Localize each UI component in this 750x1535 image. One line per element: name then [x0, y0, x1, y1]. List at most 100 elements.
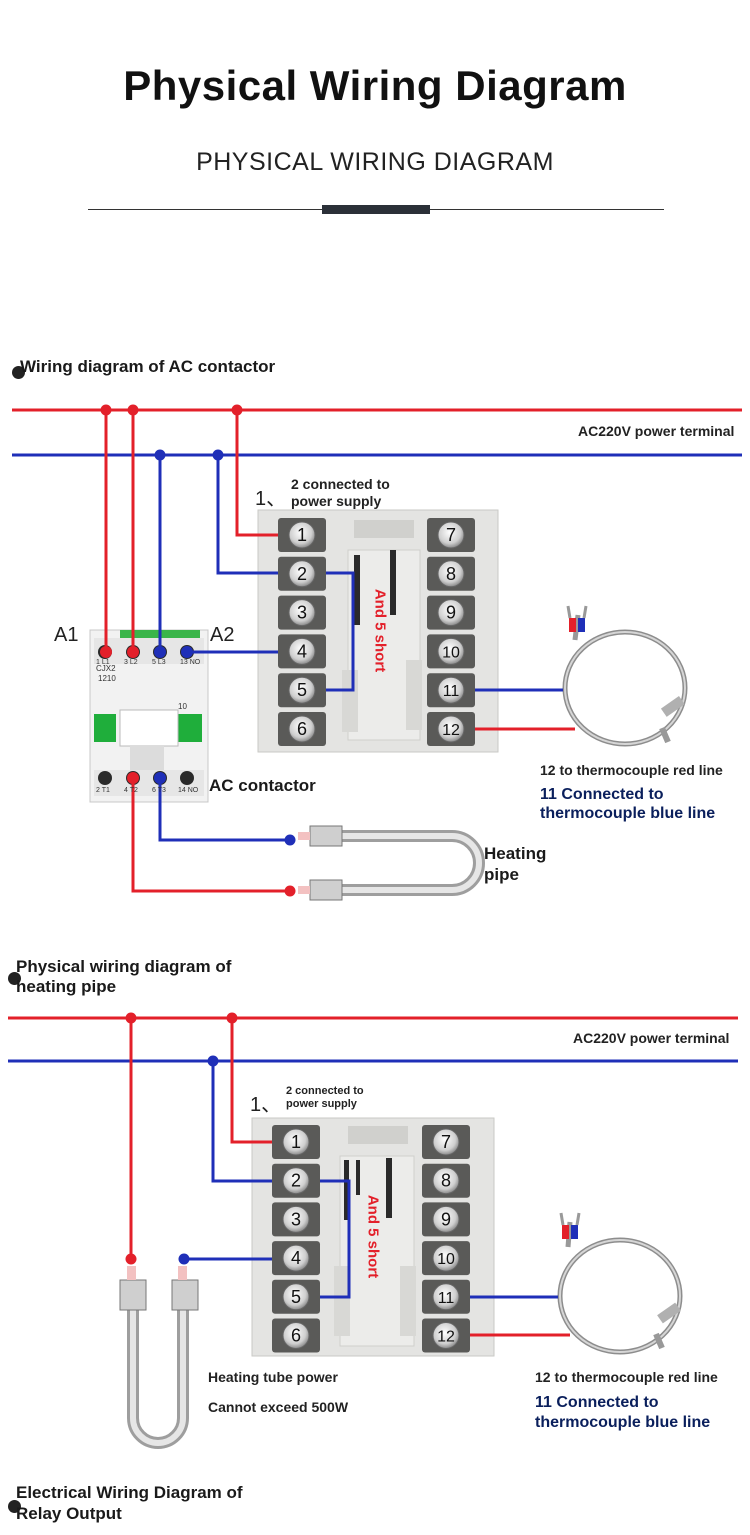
step-number: 1、: [250, 1094, 282, 1116]
bullet-icon: [8, 972, 21, 985]
step-number: 1、: [255, 488, 287, 510]
terminal-screw-left: [282, 1283, 310, 1311]
step-text-2: power supply: [286, 1098, 357, 1110]
bullet-icon: [8, 1500, 21, 1513]
terminal-screw-left: [288, 637, 316, 665]
terminal-number: 11: [443, 683, 460, 700]
terminal-screw-right: [432, 1167, 460, 1195]
terminal-number: 4: [297, 641, 307, 661]
page-subtitle: PHYSICAL WIRING DIAGRAM: [196, 148, 554, 176]
terminal-number: 9: [446, 603, 456, 623]
terminal-number: 7: [441, 1132, 451, 1152]
terminal-number: 1: [297, 525, 307, 545]
terminal-screw-left: [288, 715, 316, 743]
title-divider-accent: [322, 205, 430, 214]
terminal-screw-left: [282, 1244, 310, 1272]
section1-heading: Wiring diagram of AC contactor: [20, 357, 276, 376]
heating-pipe: [119, 1266, 199, 1449]
contactor-mark: 5 L3: [152, 659, 166, 666]
terminal-screw-right: [437, 715, 465, 743]
terminal-screw-left: [282, 1167, 310, 1195]
red-line-note: 12 to thermocouple red line: [540, 762, 723, 778]
terminal-number: 3: [297, 603, 307, 623]
terminal-screw-right: [437, 521, 465, 549]
contactor-label: AC contactor: [209, 776, 316, 795]
terminal-screw-right: [437, 599, 465, 627]
contactor-mark: 2 T1: [96, 787, 110, 794]
terminal-screw-left: [282, 1322, 310, 1349]
terminal-screw-right: [437, 637, 465, 665]
heating-label-1: Heating: [484, 844, 547, 863]
terminal-screw-right: [437, 560, 465, 588]
terminal-screw-left: [288, 560, 316, 588]
contactor-model-2: 1210: [98, 674, 116, 683]
thermocouple: [562, 605, 688, 747]
terminal-number: 6: [291, 1326, 301, 1346]
bullet-icon: [12, 366, 25, 379]
contactor-mark: 4 T2: [124, 787, 138, 794]
section3-heading-1: Electrical Wiring Diagram of: [16, 1483, 243, 1502]
section2-diagram: [8, 1012, 738, 1449]
terminal-screw-right: [432, 1283, 460, 1311]
terminal-number: 2: [291, 1171, 301, 1191]
blue-line-note-2: thermocouple blue line: [535, 1414, 711, 1431]
terminal-number: 11: [438, 1290, 455, 1307]
terminal-screw-right: [432, 1205, 460, 1233]
terminal-screw-right: [432, 1244, 460, 1272]
red-line-note: 12 to thermocouple red line: [535, 1369, 718, 1385]
blue-line-note-2: thermocouple blue line: [540, 805, 716, 822]
contactor-aux: 10: [178, 702, 187, 711]
heating-label-2: pipe: [484, 865, 519, 884]
contactor-mark: 13 NO: [180, 659, 201, 666]
terminal-number: 10: [437, 1251, 455, 1268]
contactor-mark: 3 L2: [124, 659, 138, 666]
terminal-number: 5: [297, 680, 307, 700]
power-note-1: Heating tube power: [208, 1369, 338, 1385]
power-terminal-label: AC220V power terminal: [573, 1030, 730, 1046]
terminal-screw-left: [288, 599, 316, 627]
terminal-screw-right: [432, 1322, 460, 1349]
section3-heading-2: Relay Output: [16, 1504, 122, 1523]
terminal-screw-right: [432, 1128, 460, 1156]
terminal-number: 12: [437, 1329, 455, 1346]
terminal-number: 10: [442, 644, 460, 661]
contactor-mark: 6 T3: [152, 787, 166, 794]
terminal-number: 4: [291, 1248, 301, 1268]
heating-pipe: [298, 825, 485, 901]
page-title: Physical Wiring Diagram: [123, 62, 627, 109]
label-a1: A1: [54, 624, 79, 646]
terminal-screw-left: [282, 1128, 310, 1156]
step-text-1: 2 connected to: [286, 1085, 364, 1097]
power-note-2: Cannot exceed 500W: [208, 1399, 349, 1415]
terminal-screw-left: [288, 521, 316, 549]
terminal-screw-right: [437, 676, 465, 704]
terminal-number: 6: [297, 719, 307, 739]
terminal-number: 3: [291, 1209, 301, 1229]
blue-line-note-1: 11 Connected to: [540, 786, 664, 803]
terminal-number: 12: [442, 722, 460, 739]
short-note: And 5 short: [364, 1194, 382, 1279]
terminal-number: 8: [446, 564, 456, 584]
terminal-number: 1: [291, 1132, 301, 1152]
contactor-mark: 1 L1: [96, 659, 110, 666]
power-terminal-label: AC220V power terminal: [578, 423, 735, 439]
step-text-1: 2 connected to: [291, 476, 390, 492]
section2-heading-2: heating pipe: [16, 977, 117, 996]
terminal-number: 7: [446, 525, 456, 545]
terminal-screw-left: [282, 1205, 310, 1233]
terminal-number: 8: [441, 1171, 451, 1191]
step-text-2: power supply: [291, 493, 382, 509]
short-note: And 5 short: [371, 588, 389, 673]
contactor-mark: 14 NO: [178, 787, 199, 794]
terminal-number: 5: [291, 1287, 301, 1307]
contactor-model-1: CJX2: [96, 664, 116, 673]
blue-line-note-1: 11 Connected to: [535, 1394, 659, 1411]
thermocouple: [557, 1212, 683, 1355]
terminal-number: 2: [297, 564, 307, 584]
terminal-screw-left: [288, 676, 316, 704]
label-a2: A2: [210, 624, 235, 646]
section2-heading-1: Physical wiring diagram of: [16, 957, 232, 976]
